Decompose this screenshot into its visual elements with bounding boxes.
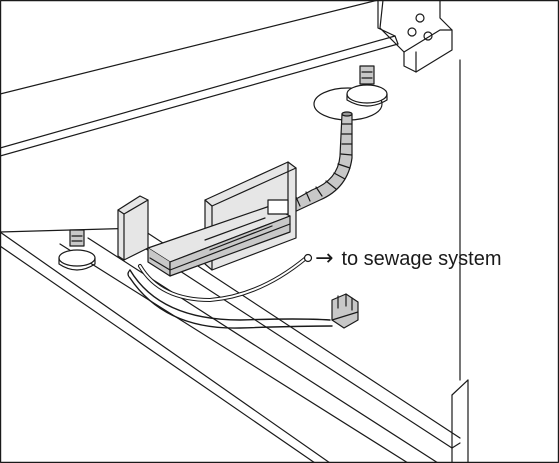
sewage-callout: → to sewage system [315, 244, 502, 274]
outlet-tube [138, 253, 313, 302]
connector-plug [331, 293, 359, 329]
corner-bracket [379, 0, 453, 73]
power-cable [127, 269, 333, 329]
bracket-hole-3 [423, 31, 433, 41]
right-arrow-icon: → [315, 246, 334, 271]
right-post [451, 59, 469, 463]
tube-end [303, 253, 313, 263]
bracket-hole-2 [407, 27, 417, 37]
left-support-block [117, 195, 149, 261]
bracket-hole-1 [415, 13, 425, 23]
pump-housing [147, 199, 291, 277]
upper-frame [0, 0, 399, 157]
left-leveling-foot [58, 229, 96, 271]
callout-label: to sewage system [341, 247, 502, 270]
